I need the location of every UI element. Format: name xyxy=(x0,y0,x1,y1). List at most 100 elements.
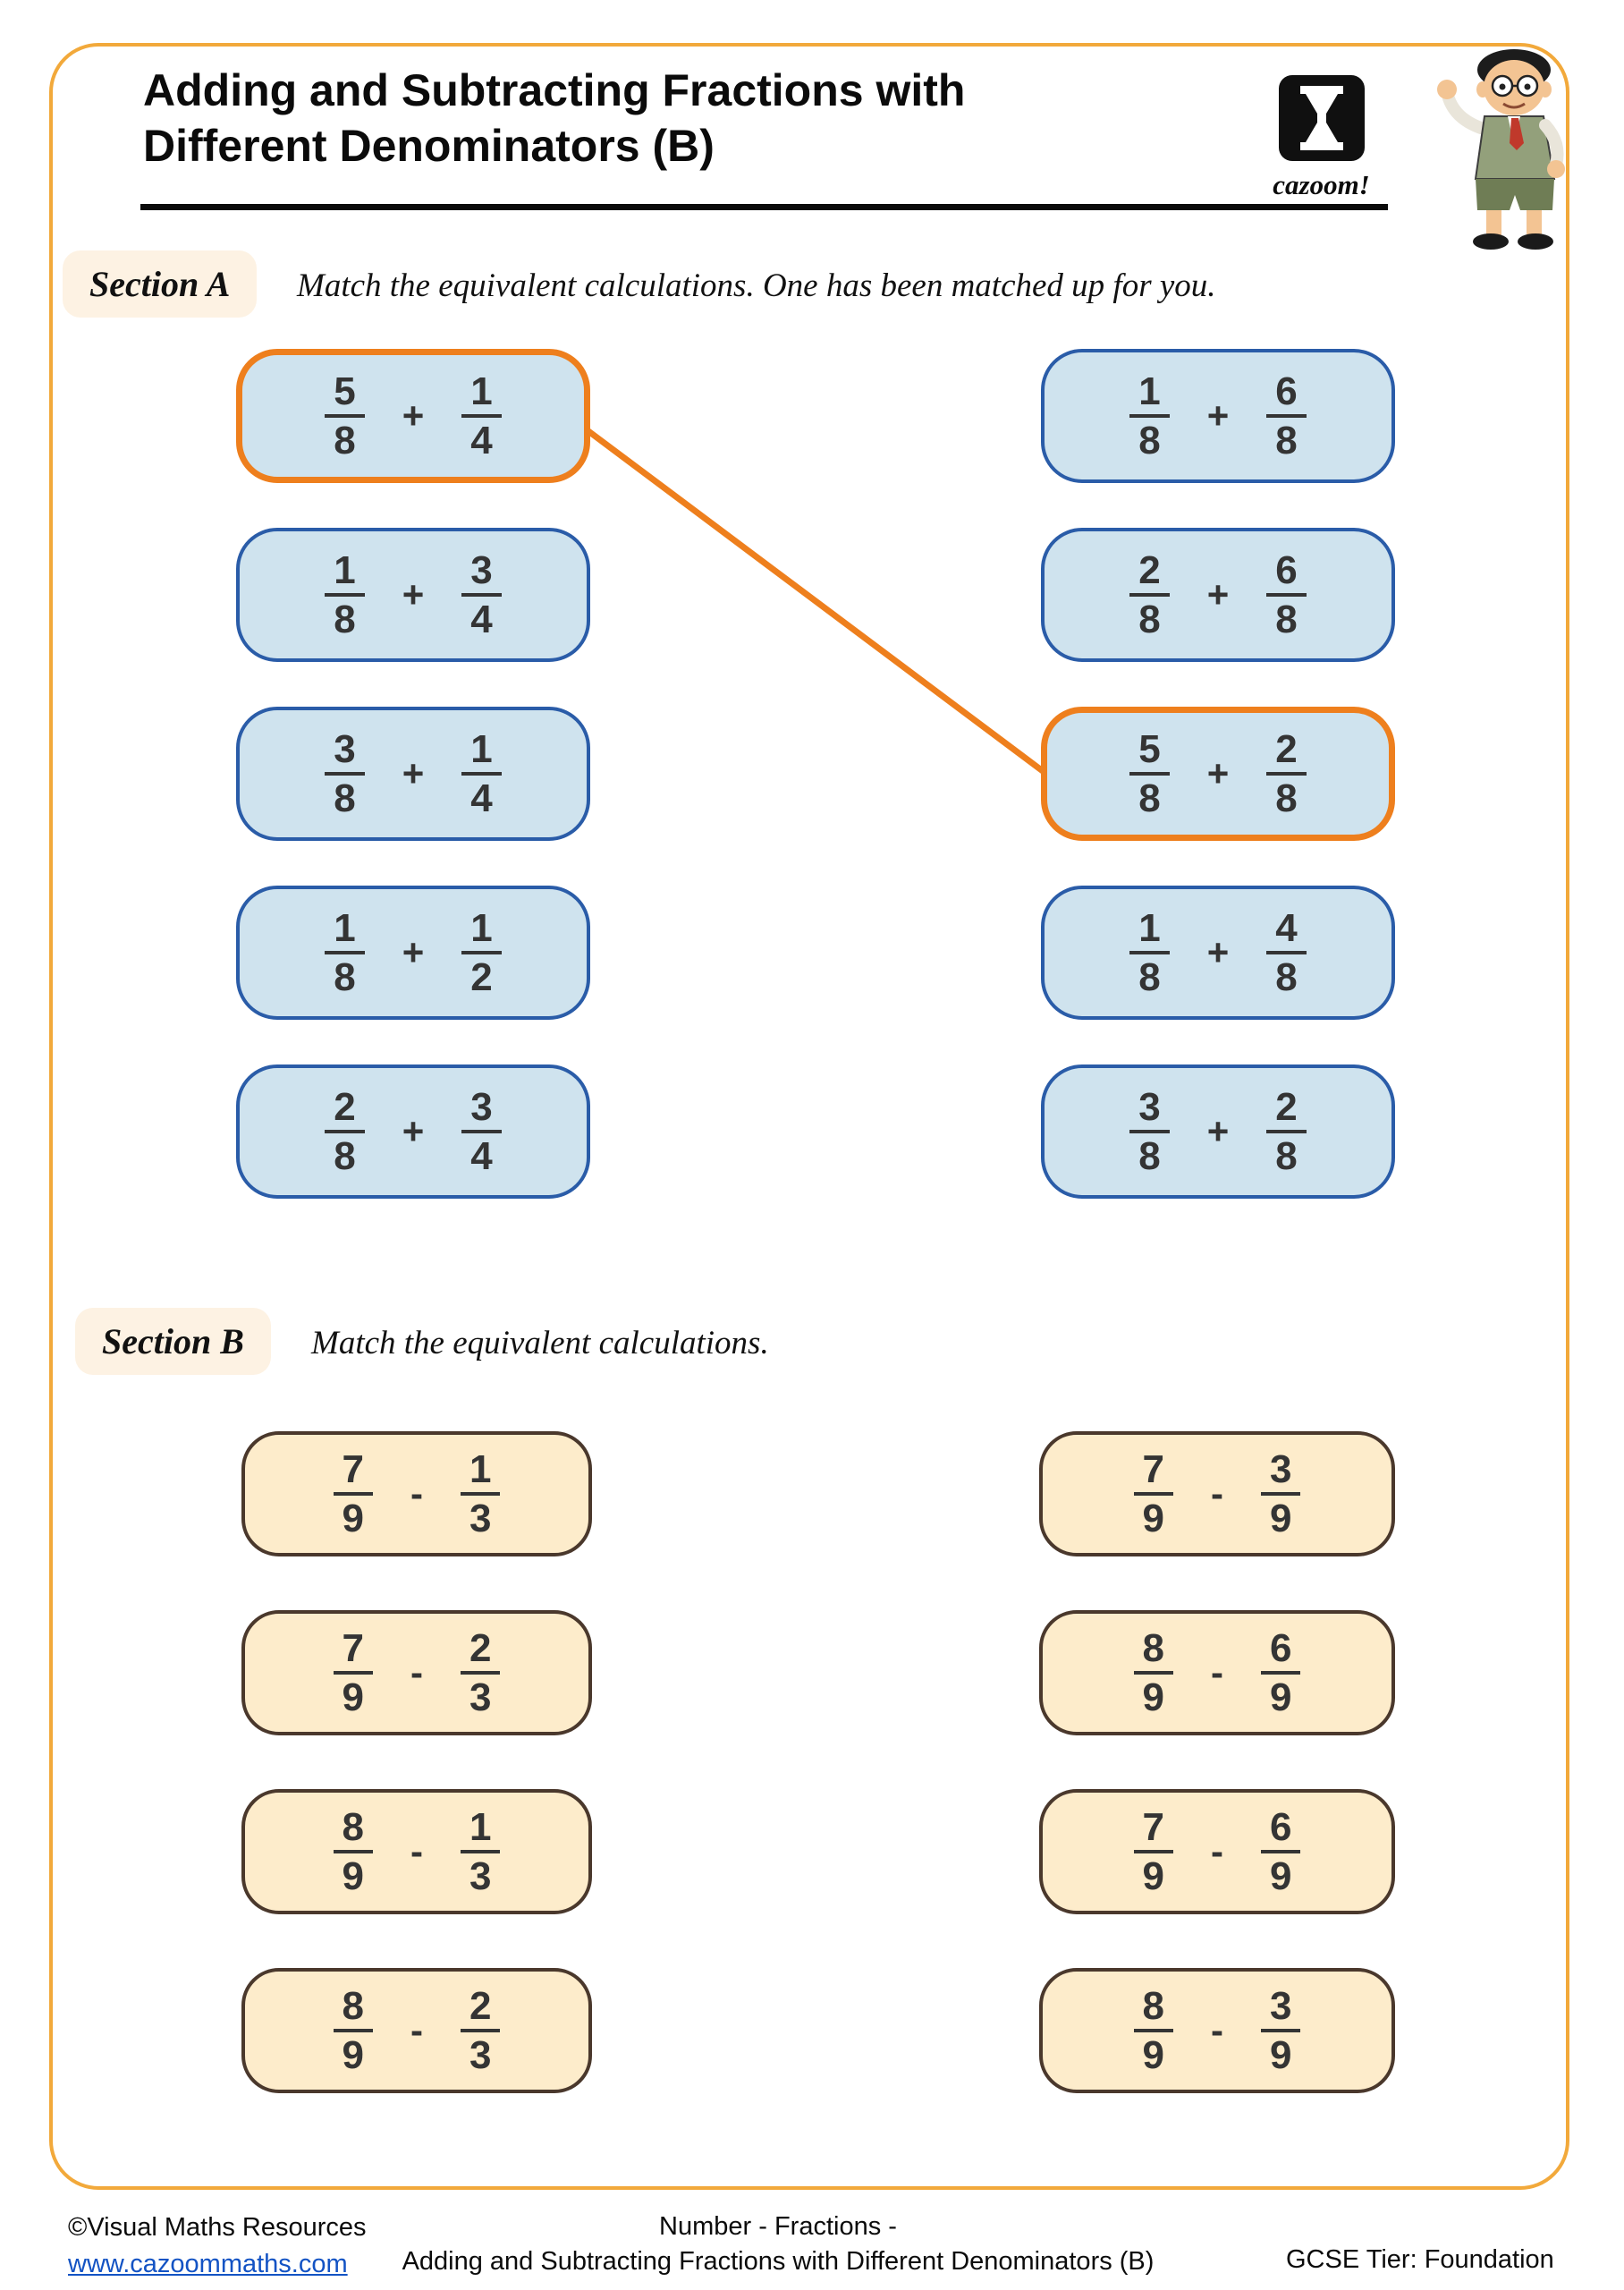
denominator: 9 xyxy=(1142,1497,1164,1540)
denominator: 4 xyxy=(470,419,493,462)
cazoom-logo: cazoom! xyxy=(1252,73,1391,201)
fraction-first: 1 8 xyxy=(325,905,365,1000)
fraction-second: 3 4 xyxy=(461,1084,502,1179)
numerator: 1 xyxy=(461,1804,501,1853)
denominator: 8 xyxy=(1275,955,1298,999)
numerator: 1 xyxy=(325,905,365,954)
operator: + xyxy=(1206,1110,1230,1152)
denominator: 8 xyxy=(1138,955,1161,999)
numerator: 8 xyxy=(1133,1625,1173,1675)
fraction-card-b-left-3: 8 9 - 1 3 xyxy=(241,1789,592,1914)
page-title-line1: Adding and Subtracting Fractions with xyxy=(143,65,966,115)
denominator: 8 xyxy=(1138,419,1161,462)
denominator: 9 xyxy=(1142,1854,1164,1898)
numerator: 5 xyxy=(1129,726,1170,776)
fraction-first: 5 8 xyxy=(325,369,365,463)
denominator: 8 xyxy=(334,598,356,641)
footer-topic: Number - Fractions - xyxy=(659,2212,897,2241)
fraction-second: 1 2 xyxy=(461,905,502,1000)
fraction-second: 3 9 xyxy=(1261,1983,1301,2078)
fraction-card-a-left-5: 2 8 + 3 4 xyxy=(236,1064,590,1199)
numerator: 1 xyxy=(461,905,502,954)
page-border xyxy=(49,43,1569,2190)
fraction-first: 8 9 xyxy=(333,1804,373,1899)
denominator: 3 xyxy=(469,1854,492,1898)
fraction-first: 7 9 xyxy=(333,1625,373,1720)
footer-center: Number - Fractions - Adding and Subtract… xyxy=(304,2209,1252,2279)
fraction-card-b-right-4: 8 9 - 3 9 xyxy=(1039,1968,1395,2093)
numerator: 1 xyxy=(461,1446,501,1496)
numerator: 2 xyxy=(461,1983,501,2032)
denominator: 8 xyxy=(1275,598,1298,641)
numerator: 3 xyxy=(1261,1446,1301,1496)
numerator: 7 xyxy=(333,1446,373,1496)
footer-website-link[interactable]: www.cazoommaths.com xyxy=(68,2250,348,2278)
denominator: 8 xyxy=(334,1134,356,1178)
numerator: 6 xyxy=(1261,1804,1301,1853)
numerator: 5 xyxy=(325,369,365,418)
footer-worksheet-title: Adding and Subtracting Fractions with Di… xyxy=(402,2247,1155,2277)
fraction-first: 2 8 xyxy=(1129,547,1170,642)
fraction-first: 7 9 xyxy=(1133,1804,1173,1899)
fraction-second: 4 8 xyxy=(1266,905,1307,1000)
denominator: 4 xyxy=(470,776,493,820)
numerator: 3 xyxy=(325,726,365,776)
fraction-second: 6 9 xyxy=(1261,1625,1301,1720)
denominator: 8 xyxy=(1275,419,1298,462)
operator: - xyxy=(1211,2009,1223,2051)
numerator: 1 xyxy=(325,547,365,597)
numerator: 2 xyxy=(1266,1084,1307,1133)
numerator: 6 xyxy=(1266,547,1307,597)
fraction-first: 7 9 xyxy=(333,1446,373,1541)
denominator: 8 xyxy=(1275,776,1298,820)
fraction-second: 6 9 xyxy=(1261,1804,1301,1899)
section-a-label: Section A xyxy=(63,250,258,318)
fraction-second: 6 8 xyxy=(1266,547,1307,642)
denominator: 2 xyxy=(470,955,493,999)
numerator: 4 xyxy=(1266,905,1307,954)
fraction-card-b-left-4: 8 9 - 2 3 xyxy=(241,1968,592,2093)
denominator: 8 xyxy=(1275,1134,1298,1178)
numerator: 2 xyxy=(461,1625,501,1675)
section-b-right-column: 7 9 - 3 9 8 9 - 6 9 7 9 - xyxy=(1039,1431,1395,2093)
section-a-left-column: 5 8 + 1 4 1 8 + 3 4 3 8 + xyxy=(236,349,590,1199)
operator: + xyxy=(1206,394,1230,437)
numerator: 2 xyxy=(1266,726,1307,776)
numerator: 7 xyxy=(333,1625,373,1675)
footer-copyright: ©Visual Maths Resources xyxy=(68,2213,367,2242)
numerator: 1 xyxy=(461,369,502,418)
fraction-card-a-right-1: 1 8 + 6 8 xyxy=(1041,349,1395,483)
fraction-first: 7 9 xyxy=(1133,1446,1173,1541)
numerator: 1 xyxy=(1129,905,1170,954)
numerator: 1 xyxy=(1129,369,1170,418)
denominator: 9 xyxy=(342,2033,364,2077)
page-title-line2: Different Denominators (B) xyxy=(143,121,715,171)
fraction-first: 1 8 xyxy=(1129,369,1170,463)
operator: - xyxy=(410,1472,423,1514)
fraction-first: 5 8 xyxy=(1129,726,1170,821)
numerator: 7 xyxy=(1133,1446,1173,1496)
fraction-card-a-right-3: 5 8 + 2 8 xyxy=(1041,707,1395,841)
numerator: 8 xyxy=(333,1804,373,1853)
fraction-card-b-right-3: 7 9 - 6 9 xyxy=(1039,1789,1395,1914)
numerator: 3 xyxy=(461,547,502,597)
numerator: 6 xyxy=(1261,1625,1301,1675)
denominator: 9 xyxy=(1142,2033,1164,2077)
denominator: 9 xyxy=(342,1854,364,1898)
fraction-card-a-left-3: 3 8 + 1 4 xyxy=(236,707,590,841)
fraction-card-b-right-1: 7 9 - 3 9 xyxy=(1039,1431,1395,1556)
denominator: 9 xyxy=(342,1497,364,1540)
fraction-first: 8 9 xyxy=(1133,1983,1173,2078)
operator: + xyxy=(402,394,425,437)
denominator: 3 xyxy=(469,1497,492,1540)
denominator: 8 xyxy=(334,955,356,999)
section-a-instruction: Match the equivalent calculations. One h… xyxy=(297,267,1216,304)
operator: + xyxy=(1206,931,1230,973)
operator: + xyxy=(1206,752,1230,794)
page-title: Adding and Subtracting Fractions with Di… xyxy=(143,63,965,174)
fraction-first: 3 8 xyxy=(325,726,365,821)
fraction-first: 8 9 xyxy=(333,1983,373,2078)
fraction-card-a-left-4: 1 8 + 1 2 xyxy=(236,886,590,1020)
denominator: 9 xyxy=(1142,1675,1164,1719)
